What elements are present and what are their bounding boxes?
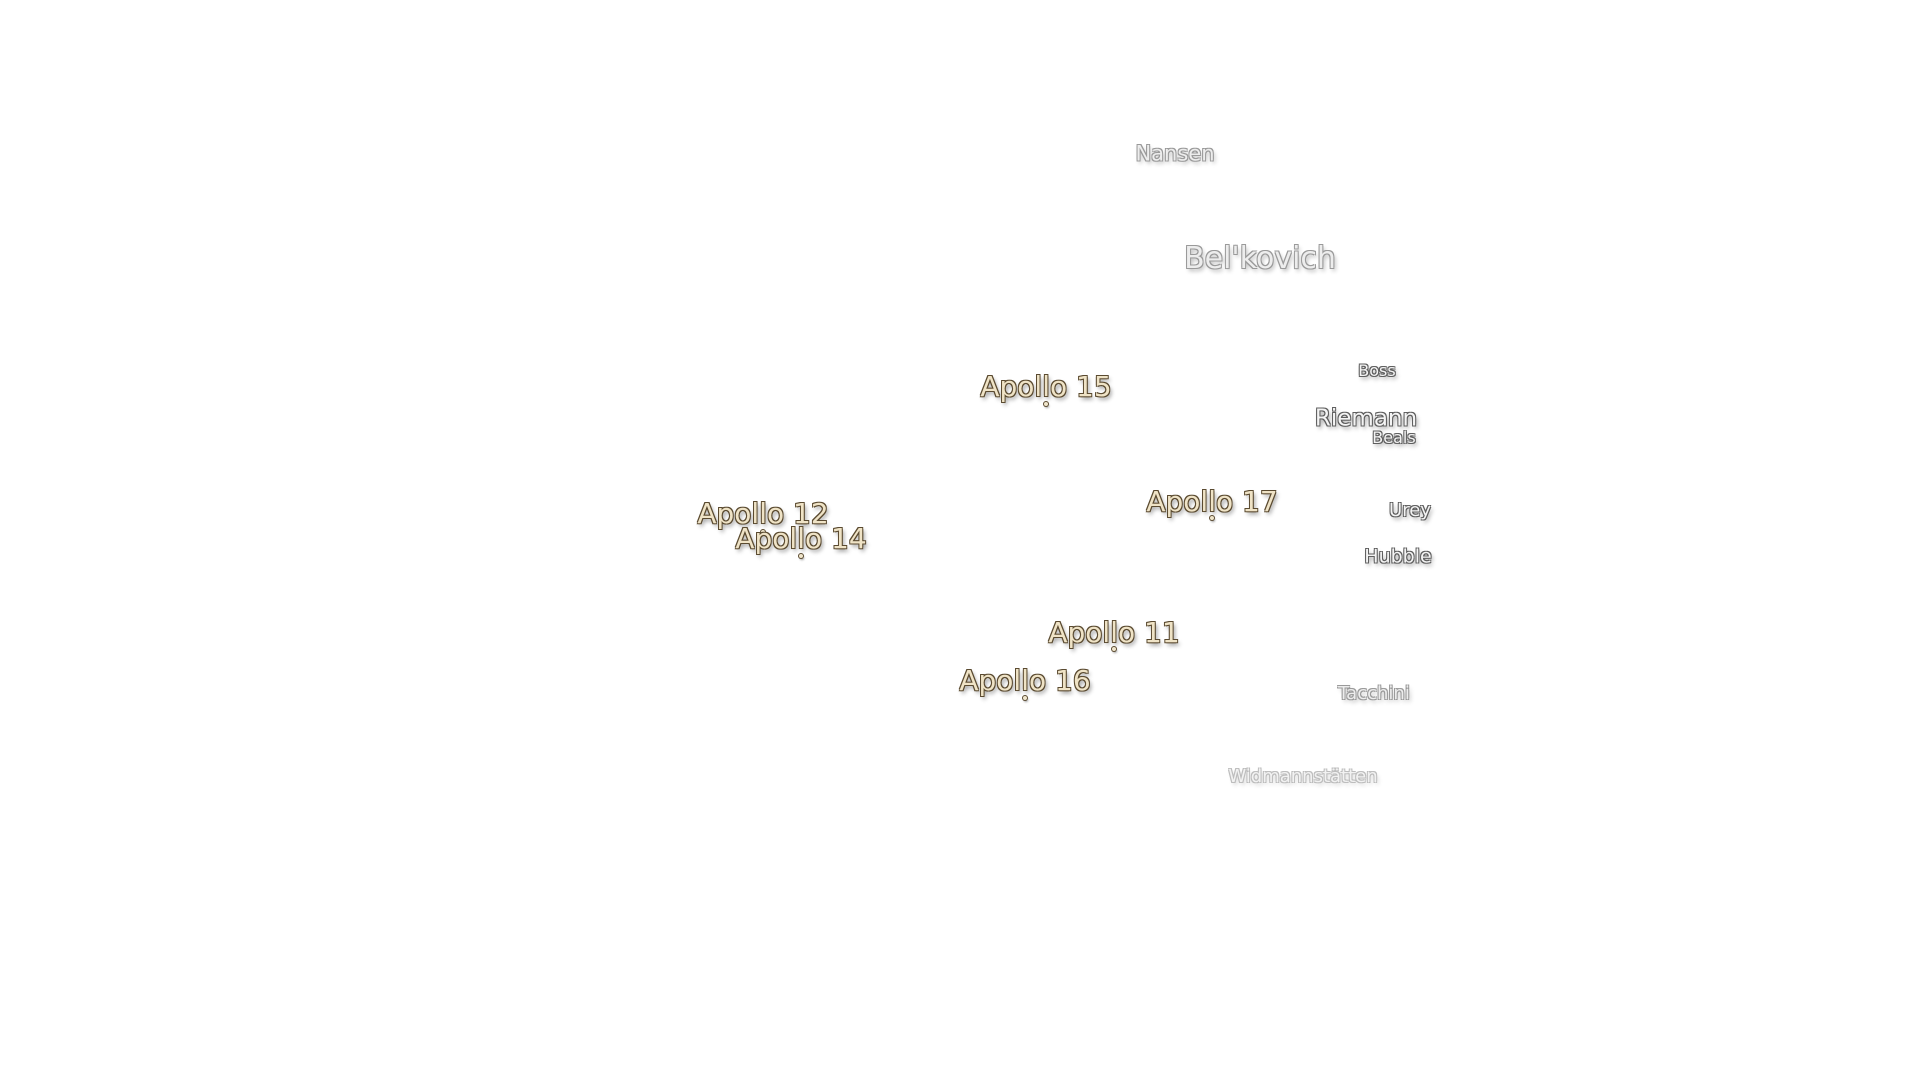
hubble-label[interactable]: Hubble [1364,545,1432,568]
tacchini-label[interactable]: Tacchini [1338,683,1410,704]
apollo-14-label[interactable]: Apollo 14 [735,522,867,555]
apollo-14-marker[interactable] [799,554,803,558]
boss-label[interactable]: Boss [1358,361,1396,380]
apollo-16-label[interactable]: Apollo 16 [959,664,1091,697]
apollo-12-label[interactable]: Apollo 12 [697,497,829,530]
apollo-11-label[interactable]: Apollo 11 [1048,616,1180,649]
apollo-17-label[interactable]: Apollo 17 [1146,485,1278,518]
riemann-label[interactable]: Riemann [1314,405,1418,432]
beals-label[interactable]: Beals [1372,428,1416,447]
widmannstatten-label[interactable]: Widmannstätten [1228,766,1378,787]
apollo-15-label[interactable]: Apollo 15 [980,370,1112,403]
apollo-12-marker[interactable] [761,530,765,534]
apollo-17-marker[interactable] [1210,516,1214,520]
apollo-15-marker[interactable] [1044,402,1048,406]
apollo-11-marker[interactable] [1112,647,1116,651]
belkovich-label[interactable]: Bel'kovich [1184,241,1336,276]
urey-label[interactable]: Urey [1389,500,1431,521]
apollo-16-marker[interactable] [1023,696,1027,700]
nansen-label[interactable]: Nansen [1135,141,1215,166]
